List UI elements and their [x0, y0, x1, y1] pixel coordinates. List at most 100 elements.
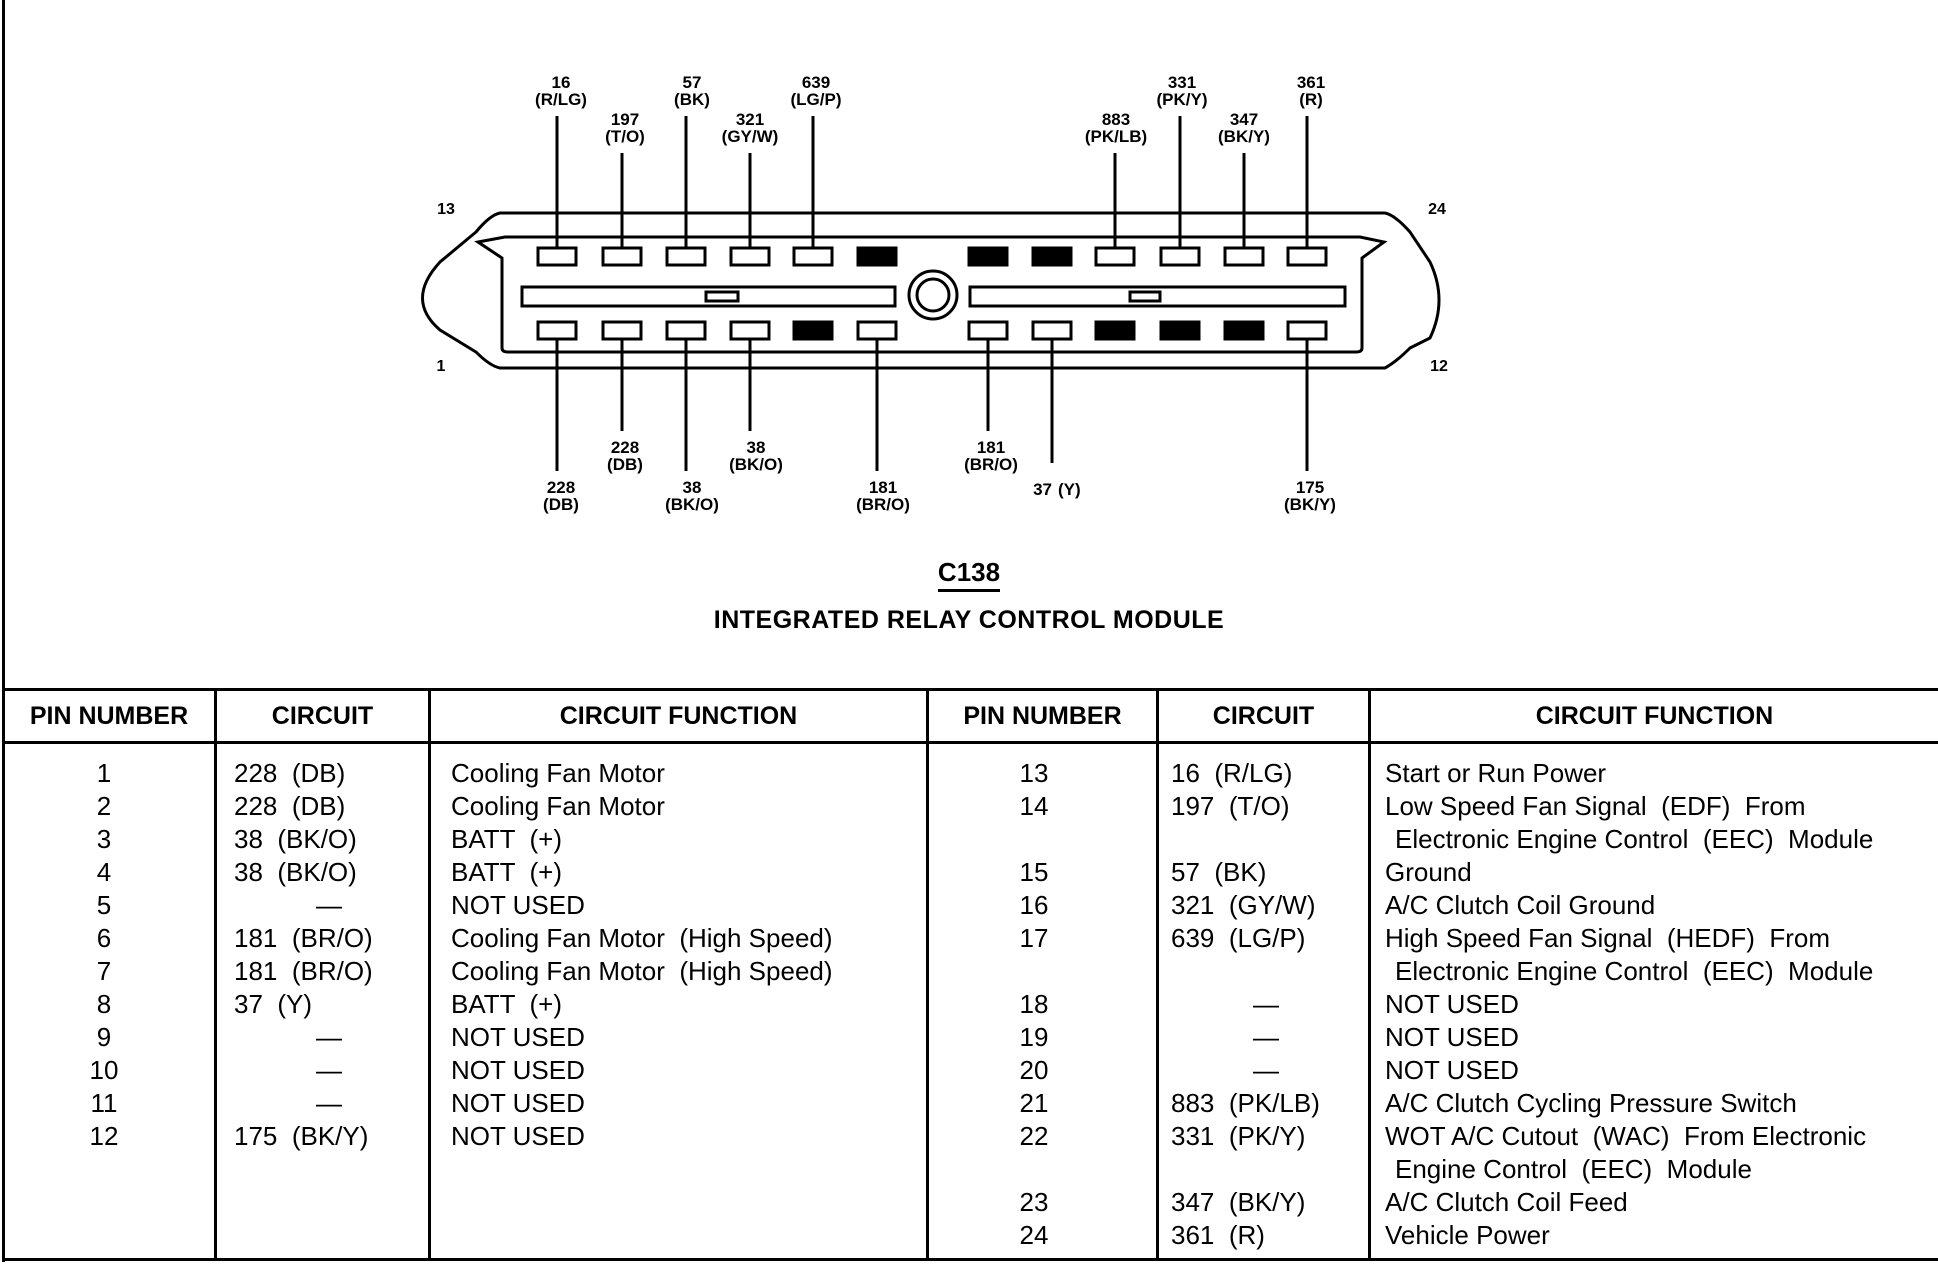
- connector-rail-right: [968, 285, 1347, 308]
- circuit-function-cell: BATT (+): [451, 824, 562, 854]
- pin-cavity-22: [1159, 246, 1201, 267]
- header-circuit-function-right: CIRCUIT FUNCTION: [1535, 702, 1774, 730]
- blank-cell: [929, 1153, 1139, 1186]
- pin-cavity-4: [729, 320, 771, 341]
- pin-number-cell: 20: [1019, 1055, 1049, 1085]
- blank-cell: [929, 955, 1139, 988]
- pin-number-cell: 6: [96, 923, 112, 953]
- wire-circuit-label: 639: [802, 73, 830, 92]
- circuit-function-cell: WOT A/C Cutout (WAC) From Electronic: [1385, 1121, 1867, 1151]
- circuit-function-cell: Cooling Fan Motor: [451, 758, 665, 788]
- pin-number-cell: 21: [1019, 1088, 1049, 1118]
- pin-cavity-12: [1286, 320, 1328, 341]
- wire-circuit-label: 883: [1102, 110, 1130, 129]
- circuit-function-cell: NOT USED: [451, 1121, 585, 1151]
- table-header-divider: [4, 741, 1938, 744]
- wire-color-label: (BK/Y): [1218, 127, 1270, 146]
- wire-circuit-label: 197: [611, 110, 639, 129]
- pin-number-cell: 2: [96, 791, 112, 821]
- wire-color-label: (R/LG): [535, 90, 587, 109]
- pin-cavity-10: [1159, 320, 1201, 341]
- pin-number-cell: 7: [96, 956, 112, 986]
- wire-circuit-label: 228: [547, 478, 575, 497]
- blank-cell: [1171, 955, 1361, 988]
- wire-circuit-label: 361: [1297, 73, 1325, 92]
- circuit-function-cell: Ground: [1385, 857, 1472, 887]
- circuit-cell: 175 (BK/Y): [234, 1121, 369, 1151]
- circuit-function-cell: A/C Clutch Coil Ground: [1385, 890, 1656, 920]
- header-circuit-function-left: CIRCUIT FUNCTION: [559, 702, 798, 730]
- pin-number-cell: 16: [1019, 890, 1049, 920]
- circuit-function-cell: NOT USED: [451, 890, 585, 920]
- pin-cavity-19: [967, 246, 1009, 267]
- pin-cavity-3: [665, 320, 707, 341]
- circuit-function-cell: High Speed Fan Signal (HEDF) From: [1385, 923, 1831, 953]
- corner-label-13: 13: [437, 201, 455, 218]
- table-column-divider: [926, 688, 929, 1260]
- connector-center-bolt-inner: [915, 277, 951, 313]
- pin-number-cell: 9: [96, 1022, 112, 1052]
- frame-left-border: [2, 0, 5, 1262]
- circuit-cell: 361 (R): [1171, 1220, 1265, 1250]
- circuit-cell: —: [1253, 1022, 1279, 1052]
- pin-cavity-24: [1286, 246, 1328, 267]
- circuit-cell: —: [1253, 989, 1279, 1019]
- wire-circuit-label: 37: [1033, 480, 1052, 499]
- pin-number-cell: 22: [1019, 1121, 1049, 1151]
- corner-label-24: 24: [1428, 201, 1446, 218]
- connector-name: INTEGRATED RELAY CONTROL MODULE: [713, 606, 1225, 634]
- circuit-cell: —: [316, 1022, 342, 1052]
- wire-circuit-label: 38: [683, 478, 702, 497]
- circuit-function-cell: Start or Run Power: [1385, 758, 1607, 788]
- left-circuit-column: 228 (DB)228 (DB)38 (BK/O)38 (BK/O)—181 (…: [234, 757, 424, 1153]
- wire-circuit-label: 57: [683, 73, 702, 92]
- circuit-cell: 38 (BK/O): [234, 824, 357, 854]
- wire-circuit-label: 331: [1168, 73, 1196, 92]
- circuit-cell: 197 (T/O): [1171, 791, 1290, 821]
- pin-number-cell: 23: [1019, 1187, 1049, 1217]
- pin-cavity-11: [1223, 320, 1265, 341]
- table-column-divider: [1156, 688, 1159, 1260]
- pin-cavity-2: [601, 320, 643, 341]
- pin-cavity-9: [1094, 320, 1136, 341]
- wire-color-label: (R): [1299, 90, 1323, 109]
- circuit-function-cell: NOT USED: [1385, 1055, 1519, 1085]
- pin-cavity-8: [1031, 320, 1073, 341]
- circuit-function-cell: Low Speed Fan Signal (EDF) From: [1385, 791, 1806, 821]
- pin-number-cell: 24: [1019, 1220, 1049, 1250]
- connector-id-text: C138: [937, 557, 1001, 592]
- circuit-function-cell: Electronic Engine Control (EEC) Module: [1395, 956, 1874, 986]
- circuit-function-cell: Cooling Fan Motor: [451, 791, 665, 821]
- connector-center-bolt-outer: [907, 269, 959, 321]
- pin-table: PIN NUMBER CIRCUIT CIRCUIT FUNCTION PIN …: [4, 688, 1938, 1260]
- wire-color-label: (BK/Y): [1284, 495, 1336, 514]
- wire-color-label: (BR/O): [964, 455, 1018, 474]
- pin-number-cell: 19: [1019, 1022, 1049, 1052]
- connector-id: C138: [0, 557, 1938, 592]
- wire-circuit-label: 181: [977, 438, 1005, 457]
- connector-body-outline: [421, 211, 1441, 370]
- pin-number-cell: 18: [1019, 989, 1049, 1019]
- header-pin-number-right: PIN NUMBER: [963, 702, 1122, 730]
- pin-number-cell: 5: [96, 890, 112, 920]
- wire-circuit-label: 321: [736, 110, 764, 129]
- circuit-function-cell: BATT (+): [451, 989, 562, 1019]
- pin-cavity-7: [967, 320, 1009, 341]
- bottom-row-pins: [536, 320, 1328, 341]
- table-top-border: [4, 688, 1938, 691]
- pin-cavity-20: [1031, 246, 1073, 267]
- circuit-cell: —: [1253, 1055, 1279, 1085]
- wire-color-label: (T/O): [605, 127, 645, 146]
- circuit-function-cell: Cooling Fan Motor (High Speed): [451, 923, 833, 953]
- wire-color-label: (BK/O): [665, 495, 719, 514]
- circuit-cell: 181 (BR/O): [234, 956, 373, 986]
- circuit-cell: 228 (DB): [234, 791, 346, 821]
- pin-cavity-6: [856, 320, 898, 341]
- pin-cavity-18: [856, 246, 898, 267]
- wire-color-label: (DB): [607, 455, 643, 474]
- circuit-cell: 16 (R/LG): [1171, 758, 1293, 788]
